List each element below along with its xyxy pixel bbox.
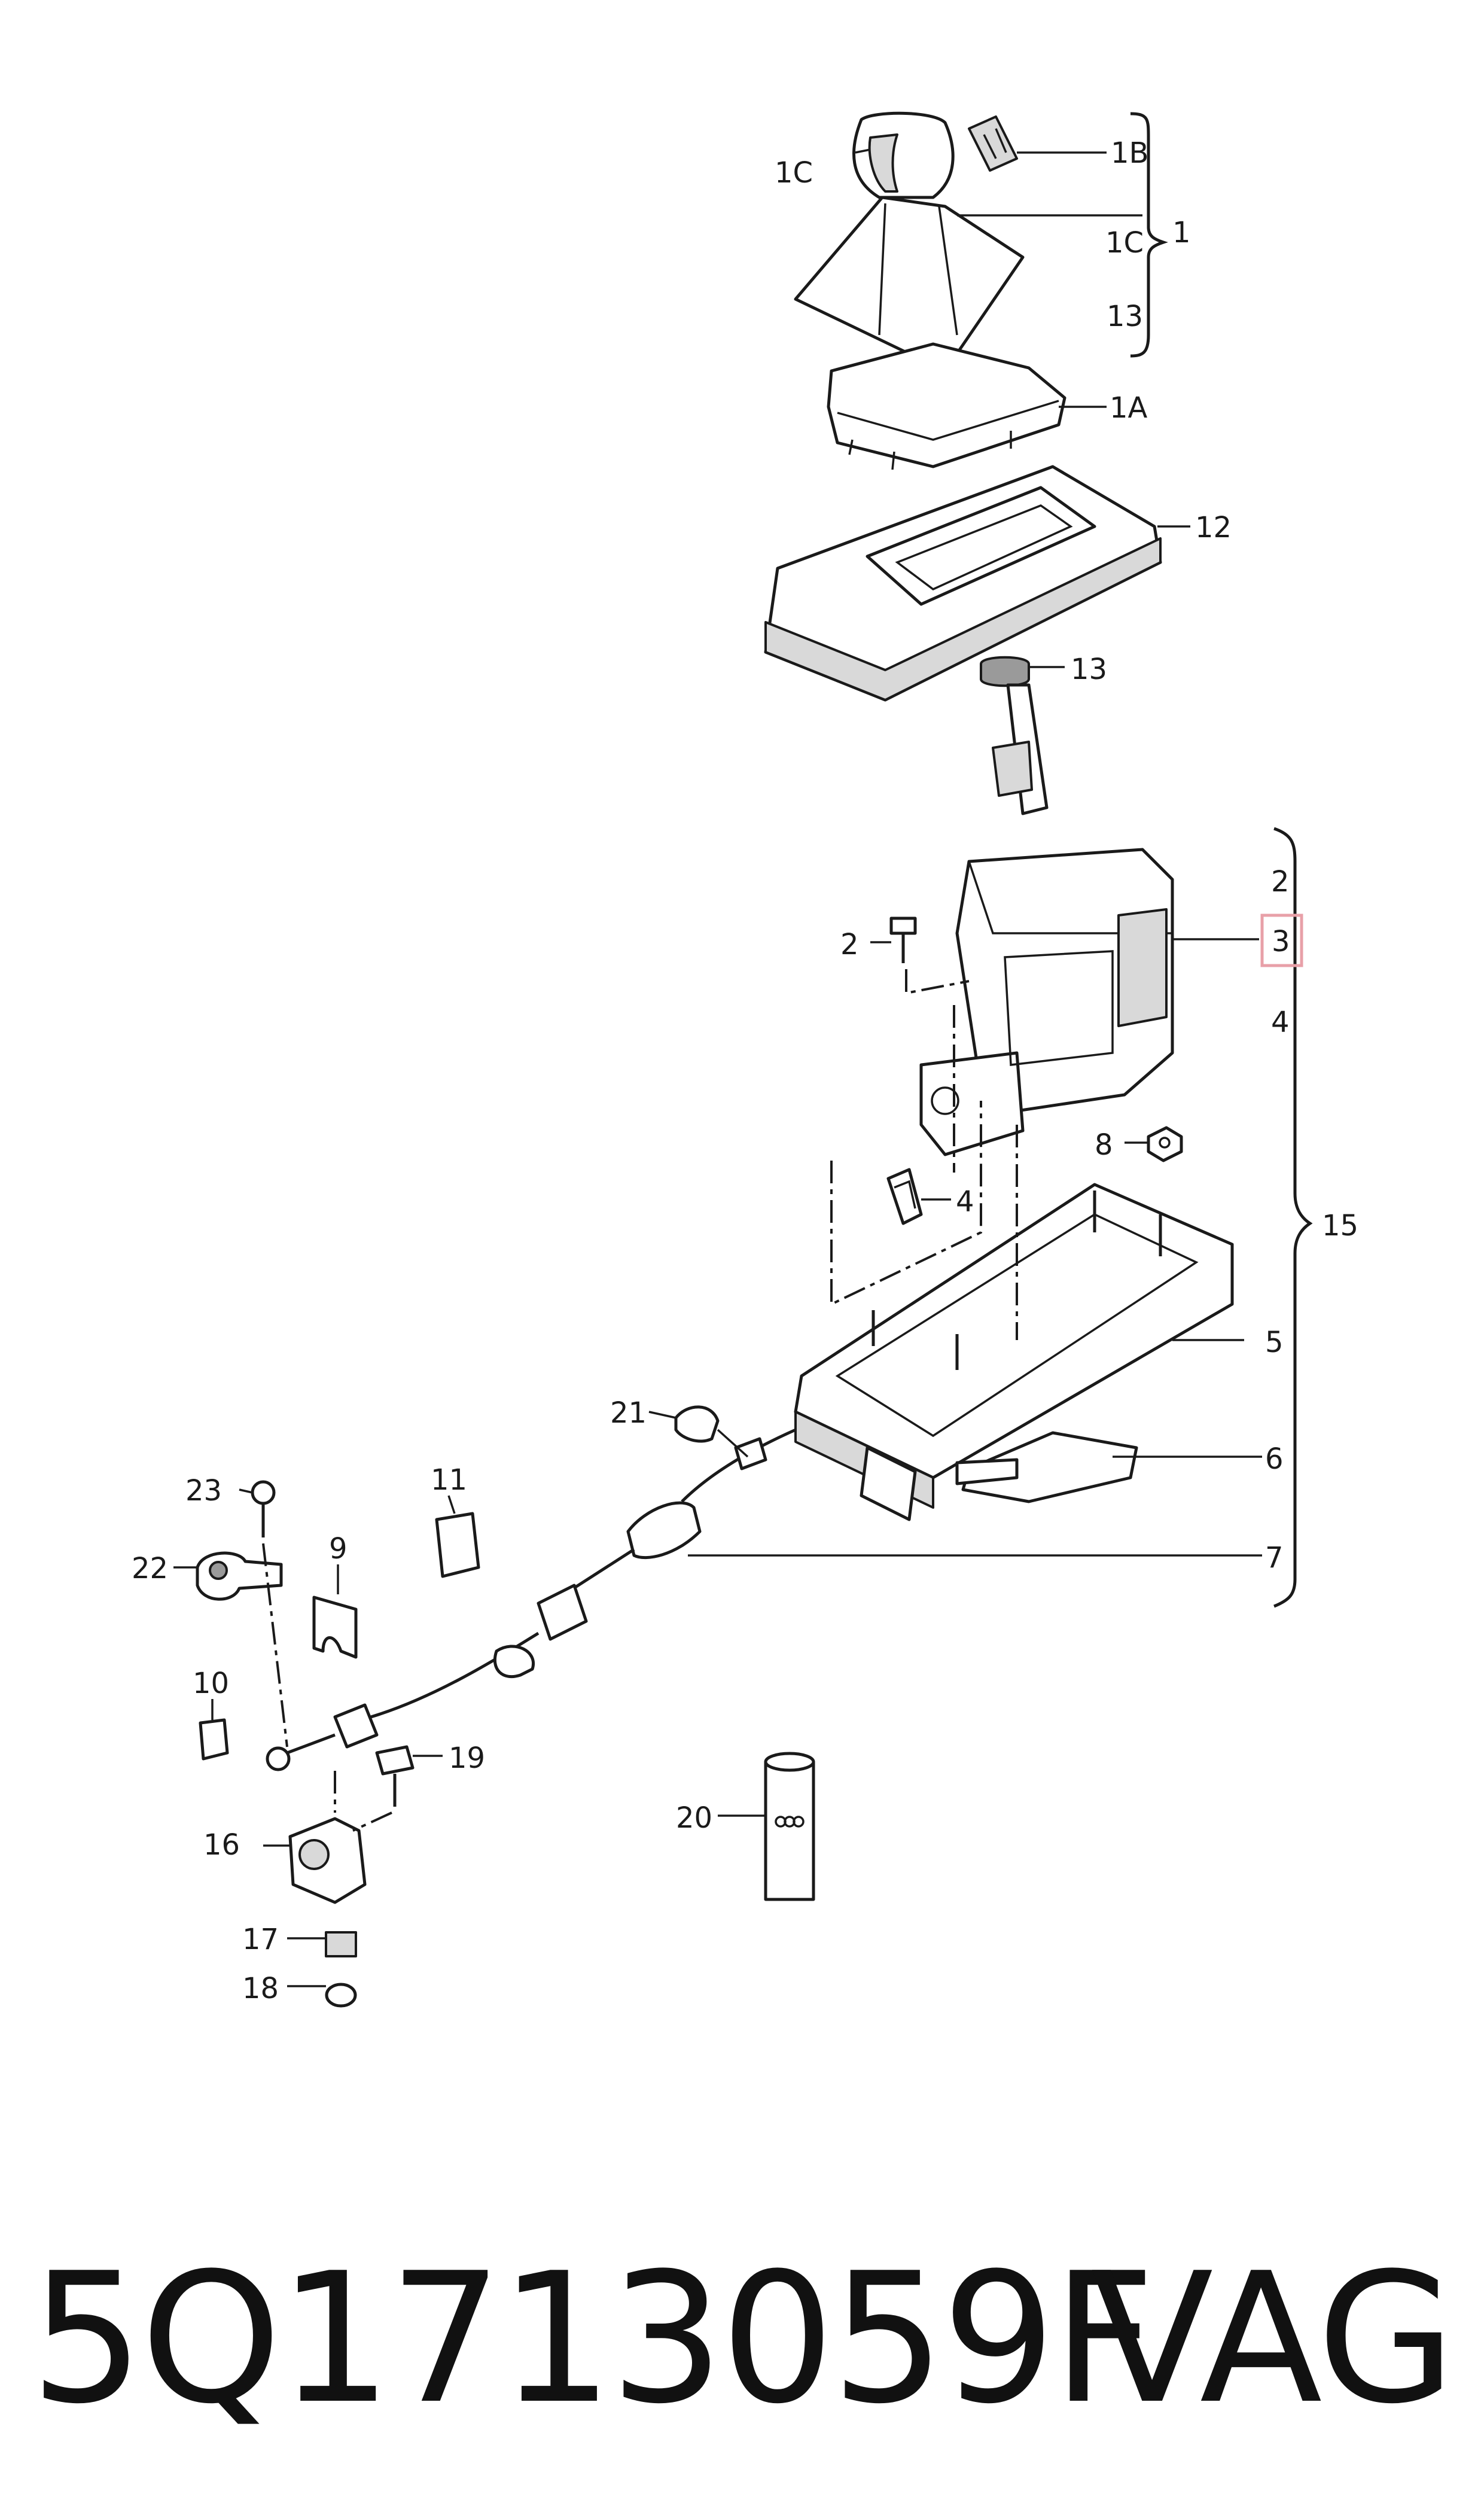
callout-4-group: 4 [1271, 1006, 1290, 1039]
callout-labels: 1C 1B 1C 1 13 1A 12 13 2 2 3 4 4 8 15 5 … [132, 136, 1358, 2005]
brace-group-15 [1273, 827, 1313, 1608]
callout-1C-knob: 1C [775, 156, 813, 190]
callout-19: 19 [449, 1741, 485, 1775]
callout-2-group: 2 [1271, 865, 1290, 899]
callout-3: 3 [1272, 925, 1290, 958]
callout-23: 23 [185, 1474, 222, 1508]
callout-12: 12 [1195, 511, 1232, 544]
callout-3-highlight [1260, 914, 1303, 967]
console-frame-part [764, 465, 1162, 702]
callout-1B: 1B [1111, 136, 1148, 170]
callout-21: 21 [610, 1396, 647, 1430]
bolt-19-part [375, 1745, 415, 1807]
part-number: 5Q1713059F [30, 2234, 1156, 2443]
grease-tube-part [764, 1752, 815, 1901]
clip-10-part [199, 1718, 229, 1761]
shift-knob-boot-part [794, 111, 1025, 373]
retaining-clip-part [886, 1168, 923, 1225]
callout-5: 5 [1265, 1326, 1284, 1359]
shift-mechanism-housing-part [919, 848, 1174, 1156]
cable-bracket-part [196, 1551, 283, 1601]
nut-part [1147, 1126, 1183, 1162]
trim-cover-part [827, 342, 1066, 470]
callout-22: 22 [132, 1552, 168, 1585]
washer-part [325, 1983, 357, 2008]
callout-13-boot: 13 [1107, 300, 1143, 333]
callout-1: 1 [1172, 216, 1191, 249]
cable-clip-part [674, 1405, 720, 1443]
callout-18: 18 [242, 1972, 279, 2005]
callout-9: 9 [329, 1532, 348, 1566]
callout-7: 7 [1265, 1541, 1284, 1575]
clip-11-part [435, 1512, 480, 1578]
callout-15: 15 [1322, 1209, 1358, 1243]
callout-2-bolt: 2 [840, 928, 859, 961]
leader-lines [173, 148, 1262, 1987]
callout-16: 16 [203, 1828, 240, 1862]
bolt-part [251, 1480, 276, 1537]
callout-4-clip: 4 [956, 1185, 974, 1219]
callout-20: 20 [676, 1801, 712, 1835]
assembly-dash-lines [830, 969, 1018, 1340]
shift-cable-part [266, 1428, 797, 1771]
brand-name: VAG [1090, 2234, 1456, 2443]
footer: 5Q1713059F VAG [30, 2225, 1456, 2453]
shift-lever-part [992, 683, 1049, 815]
callout-1A: 1A [1110, 391, 1148, 425]
shift-pattern-emblem-part [968, 115, 1018, 172]
bushing-part [325, 1931, 357, 1957]
callout-6: 6 [1265, 1442, 1284, 1476]
callout-8: 8 [1095, 1128, 1113, 1162]
clamp-block-part [288, 1817, 367, 1904]
base-tray-part [794, 1183, 1234, 1521]
gasket-part [955, 1431, 1138, 1503]
callout-1C-boot: 1C [1105, 226, 1144, 260]
brace-group-1 [1130, 112, 1168, 358]
callout-10: 10 [193, 1667, 229, 1700]
callout-13-ring: 13 [1071, 653, 1107, 686]
screw-part [889, 917, 917, 963]
clip-9-part [312, 1596, 358, 1659]
callout-11: 11 [431, 1463, 467, 1497]
callout-17: 17 [242, 1923, 279, 1956]
